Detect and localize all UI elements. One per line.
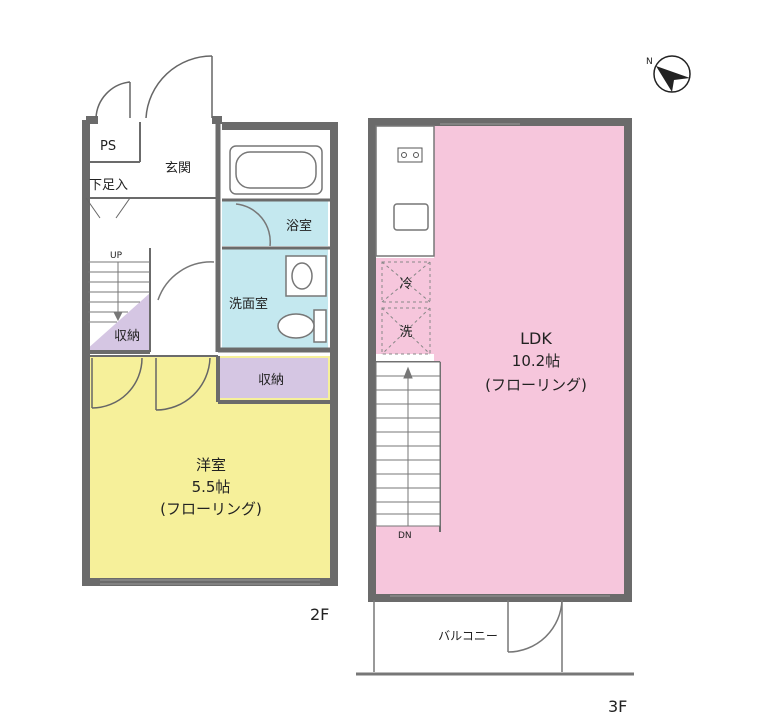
- kitchen-counter: [375, 125, 435, 257]
- label-stair-storage: 収納: [114, 329, 140, 344]
- label-ldk-size: 10.2帖: [512, 352, 560, 370]
- kitchen-sink-icon: [393, 203, 429, 231]
- floor-2f: PS 玄関 下足入 UP 収納 浴室 洗面室 収納 洋室 5.5帖 (フローリン…: [82, 55, 338, 624]
- stove-icon: [397, 147, 423, 163]
- windows-3f: [390, 123, 610, 597]
- toilet-icon: [277, 309, 327, 343]
- bath-door-arc: [235, 203, 271, 247]
- floor-3f: 冷 洗 DN LDK 10.2帖 (フローリング) バルコニー 3F: [356, 118, 634, 716]
- svg-text:N: N: [646, 57, 653, 67]
- balcony: [356, 599, 634, 676]
- label-western-name: 洋室: [196, 456, 226, 474]
- label-stair-dn: DN: [398, 531, 412, 541]
- label-western-floor: (フローリング): [160, 500, 262, 518]
- stair-storage-fill: [86, 293, 150, 350]
- storage-fill: [220, 358, 328, 398]
- label-ps: PS: [100, 139, 116, 154]
- bathtub-icon: [229, 145, 323, 195]
- western-room-doors: [91, 357, 211, 411]
- north-arrow-icon: N: [646, 55, 691, 93]
- entrance-doors: [95, 55, 213, 119]
- label-washer: 洗: [399, 325, 412, 340]
- floor-label-2f: 2F: [310, 605, 329, 624]
- sink-icon: [285, 255, 327, 297]
- floor-label-3f: 3F: [608, 697, 627, 716]
- walls-2f: [82, 116, 338, 586]
- bath-fill: [222, 200, 328, 246]
- label-shoe: 下足入: [89, 178, 128, 193]
- label-bath: 浴室: [286, 218, 312, 234]
- label-stair-up: UP: [110, 251, 123, 261]
- windows-2f: [100, 579, 320, 585]
- label-storage: 収納: [258, 373, 284, 388]
- label-balcony: バルコニー: [438, 629, 498, 643]
- washroom-door-arc: [157, 261, 215, 301]
- label-ldk-name: LDK: [520, 329, 552, 348]
- washer-space: [381, 307, 431, 355]
- label-fridge: 冷: [399, 277, 412, 292]
- label-washroom: 洗面室: [229, 296, 268, 312]
- stairs-2f: [88, 261, 150, 323]
- label-western-size: 5.5帖: [192, 478, 231, 496]
- label-entrance: 玄関: [165, 161, 191, 176]
- label-ldk-floor: (フローリング): [485, 376, 587, 394]
- appliance-area-fill: [376, 258, 434, 354]
- fridge-space: [381, 261, 431, 303]
- shoe-cabinet-icon: [85, 197, 131, 219]
- stairs-3f: [375, 361, 441, 527]
